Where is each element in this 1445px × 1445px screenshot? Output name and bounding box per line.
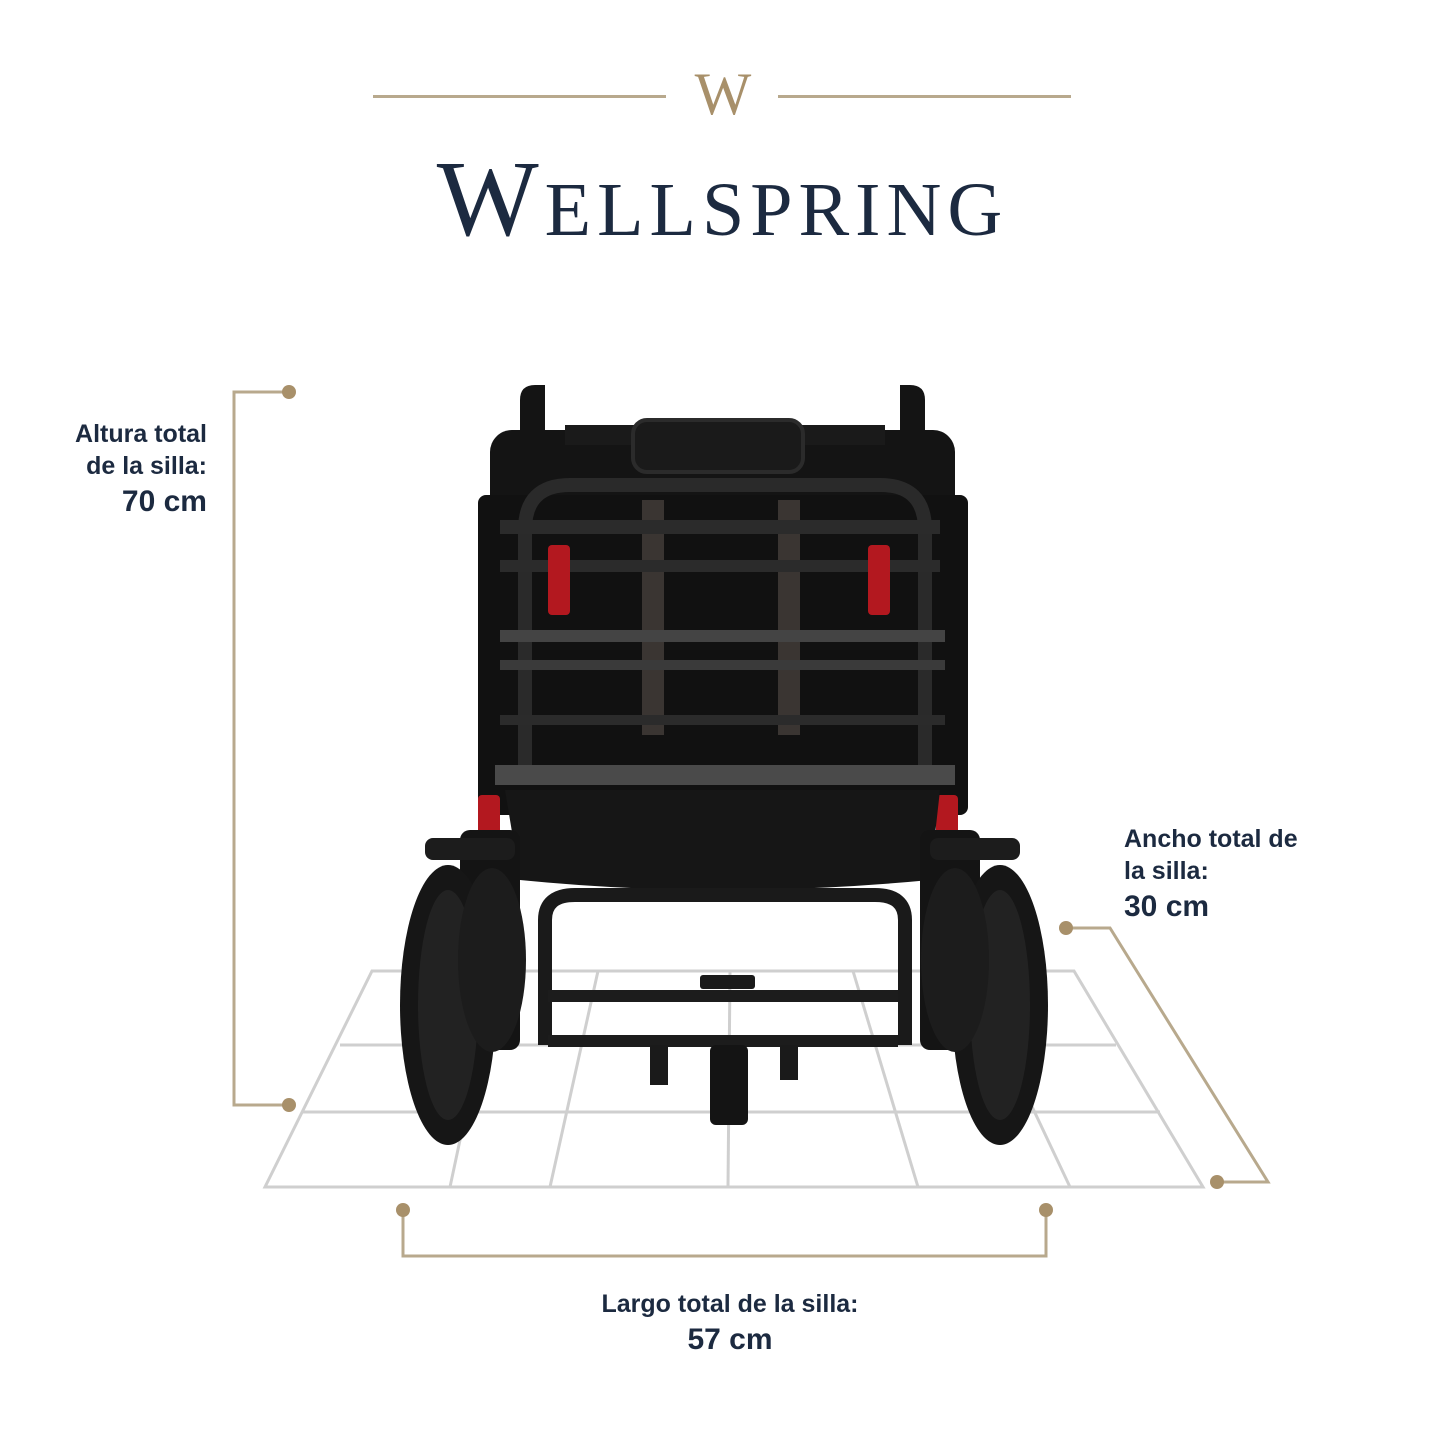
length-bracket-dot-right — [1039, 1203, 1053, 1217]
length-label: Largo total de la silla: 57 cm — [480, 1288, 980, 1360]
length-bracket-dot-left — [396, 1203, 410, 1217]
height-label-line1: Altura total — [75, 420, 207, 448]
brand-rule-right — [778, 95, 1071, 98]
height-bracket-dot-top — [282, 385, 296, 399]
width-bracket-dot-bottom — [1210, 1175, 1224, 1189]
width-label-line2: la silla: — [1124, 857, 1209, 885]
width-bracket — [1066, 926, 1271, 1184]
height-bracket-dot-bottom — [282, 1098, 296, 1112]
width-bracket-dot-top — [1059, 921, 1073, 935]
width-label-line1: Ancho total de — [1124, 825, 1298, 853]
height-value: 70 cm — [121, 485, 207, 518]
height-label-line2: de la silla: — [86, 452, 207, 480]
length-label-text: Largo total de la silla: — [601, 1290, 859, 1318]
wheelchair-image — [400, 385, 1048, 1145]
length-value: 57 cm — [687, 1323, 773, 1356]
height-label: Altura total de la silla: 70 cm — [20, 418, 207, 522]
length-bracket — [401, 1210, 1048, 1258]
brand-logo: Wellspring — [436, 140, 1009, 259]
height-bracket — [232, 390, 289, 1107]
width-value: 30 cm — [1124, 890, 1210, 923]
brand-rule-left — [373, 95, 666, 98]
brand-monogram: W — [694, 61, 752, 127]
width-label: Ancho total de la silla: 30 cm — [1124, 823, 1424, 927]
